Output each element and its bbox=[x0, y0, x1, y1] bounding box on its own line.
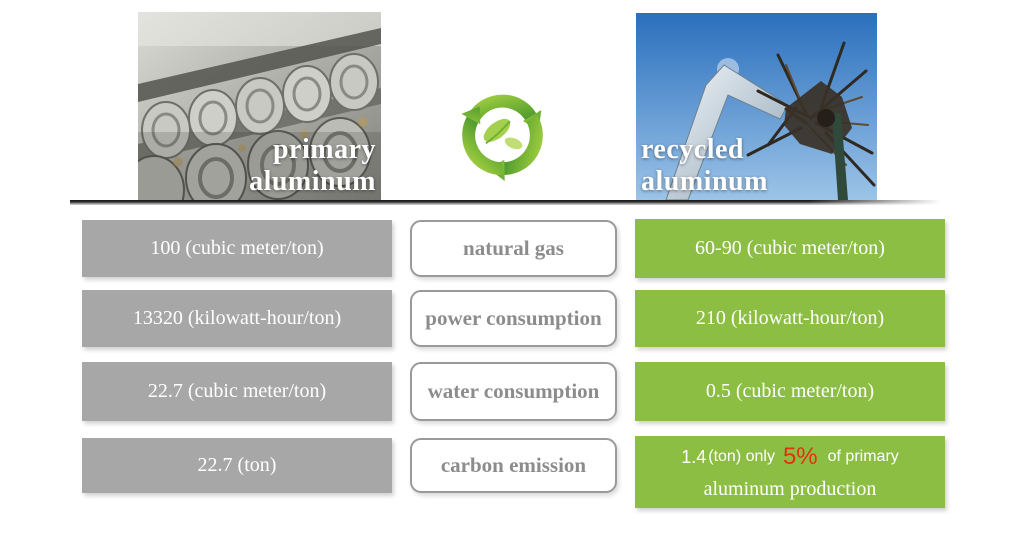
recycled-water-value: 0.5 (cubic meter/ton) bbox=[635, 362, 945, 421]
recycle-arrows-icon bbox=[445, 73, 560, 197]
recycled-carbon-line1: 1.4 (ton) only 5% of primary bbox=[681, 443, 899, 471]
primary-power-value: 13320 (kilowatt-hour/ton) bbox=[82, 290, 392, 347]
metric-water-consumption: water consumption bbox=[410, 362, 617, 421]
scrap-crane-photo-illustration bbox=[636, 13, 877, 200]
leaf-icon bbox=[483, 118, 523, 150]
recycled-natural-gas-value: 60-90 (cubic meter/ton) bbox=[635, 219, 945, 278]
metric-power-consumption: power consumption bbox=[410, 290, 617, 347]
recycled-power-value: 210 (kilowatt-hour/ton) bbox=[635, 290, 945, 347]
primary-carbon-value: 22.7 (ton) bbox=[82, 438, 392, 493]
photo-caption-recycled: recycled aluminum bbox=[641, 134, 768, 197]
metric-carbon-emission: carbon emission bbox=[410, 438, 617, 493]
primary-natural-gas-value: 100 (cubic meter/ton) bbox=[82, 220, 392, 277]
divider-line bbox=[70, 200, 950, 205]
caption-line: primary bbox=[272, 134, 376, 166]
carbon-value: 1.4 bbox=[681, 446, 707, 467]
recycle-icon bbox=[445, 73, 560, 197]
caption-line: aluminum bbox=[249, 165, 376, 197]
primary-aluminum-photo: primary aluminum bbox=[138, 12, 381, 200]
carbon-unit: (ton) only bbox=[708, 448, 775, 465]
recycled-carbon-line2: aluminum production bbox=[703, 478, 877, 500]
metric-natural-gas: natural gas bbox=[410, 220, 617, 277]
recycled-carbon-value: 1.4 (ton) only 5% of primary aluminum pr… bbox=[635, 436, 945, 508]
smelter-photo-illustration bbox=[138, 12, 381, 200]
caption-line: aluminum bbox=[641, 165, 768, 197]
carbon-percent-highlight: 5% bbox=[782, 443, 818, 470]
recycled-aluminum-photo: recycled aluminum bbox=[636, 13, 877, 200]
photo-caption-primary: primary aluminum bbox=[249, 134, 376, 197]
primary-water-value: 22.7 (cubic meter/ton) bbox=[82, 362, 392, 421]
carbon-rest: of primary bbox=[827, 448, 899, 465]
caption-line: recycled bbox=[641, 134, 744, 166]
